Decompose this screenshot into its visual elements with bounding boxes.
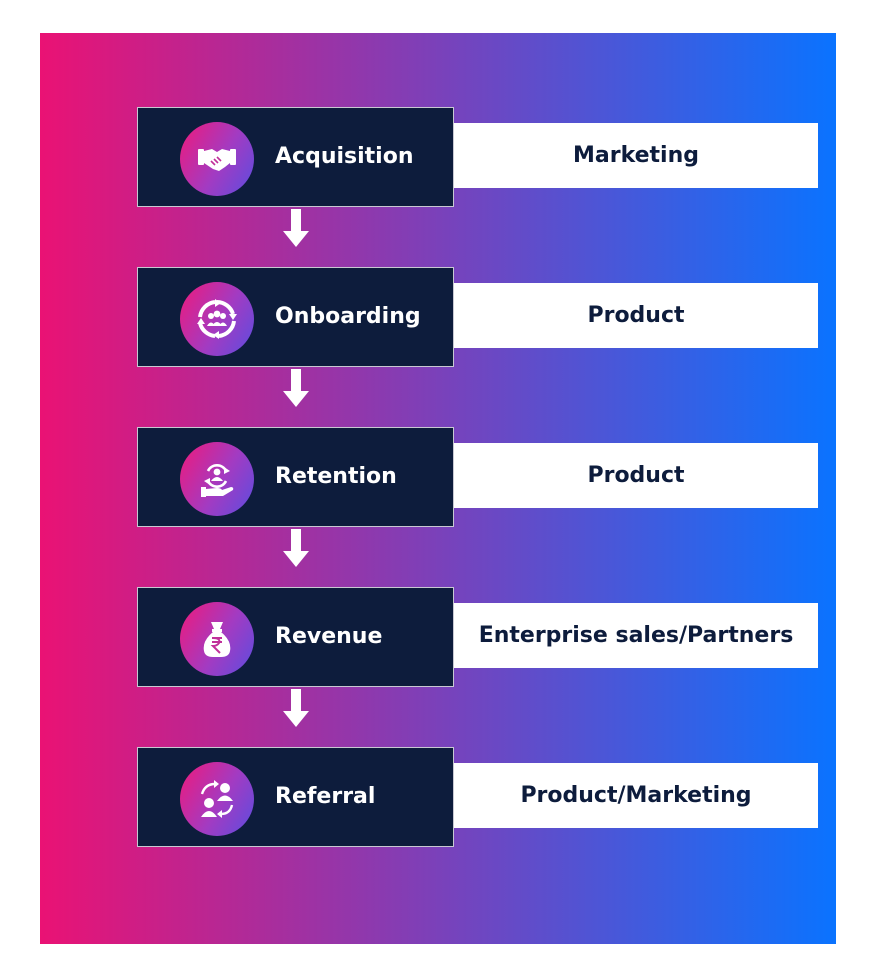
stage-revenue: Revenue: [137, 587, 454, 687]
owner-box: Product: [454, 283, 818, 348]
stage-onboarding: Onboarding: [137, 267, 454, 367]
user-retention-hand-icon: [180, 442, 254, 516]
owner-box: Marketing: [454, 123, 818, 188]
owner-box: Enterprise sales/Partners: [454, 603, 818, 668]
stage-label: Revenue: [275, 624, 383, 649]
owner-label: Marketing: [572, 143, 700, 168]
handshake-icon: [180, 122, 254, 196]
team-cycle-icon: [180, 282, 254, 356]
owner-label: Enterprise sales/Partners: [478, 623, 794, 648]
user-referral-icon: [180, 762, 254, 836]
stage-referral: Referral: [137, 747, 454, 847]
arrow-down-icon: [283, 689, 309, 727]
owner-label: Product/Marketing: [520, 783, 752, 808]
owner-label: Product: [587, 463, 685, 488]
funnel-panel: Acquisition Marketing Onboar: [40, 33, 836, 944]
owner-box: Product: [454, 443, 818, 508]
arrow-down-icon: [283, 369, 309, 407]
stage-retention: Retention: [137, 427, 454, 527]
stage-acquisition: Acquisition: [137, 107, 454, 207]
stage-label: Onboarding: [275, 304, 421, 329]
stage-label: Retention: [275, 464, 397, 489]
arrow-down-icon: [283, 209, 309, 247]
stage-label: Referral: [275, 784, 376, 809]
owner-box: Product/Marketing: [454, 763, 818, 828]
owner-label: Product: [587, 303, 685, 328]
rupee-money-bag-icon: [180, 602, 254, 676]
stage-label: Acquisition: [275, 144, 414, 169]
arrow-down-icon: [283, 529, 309, 567]
